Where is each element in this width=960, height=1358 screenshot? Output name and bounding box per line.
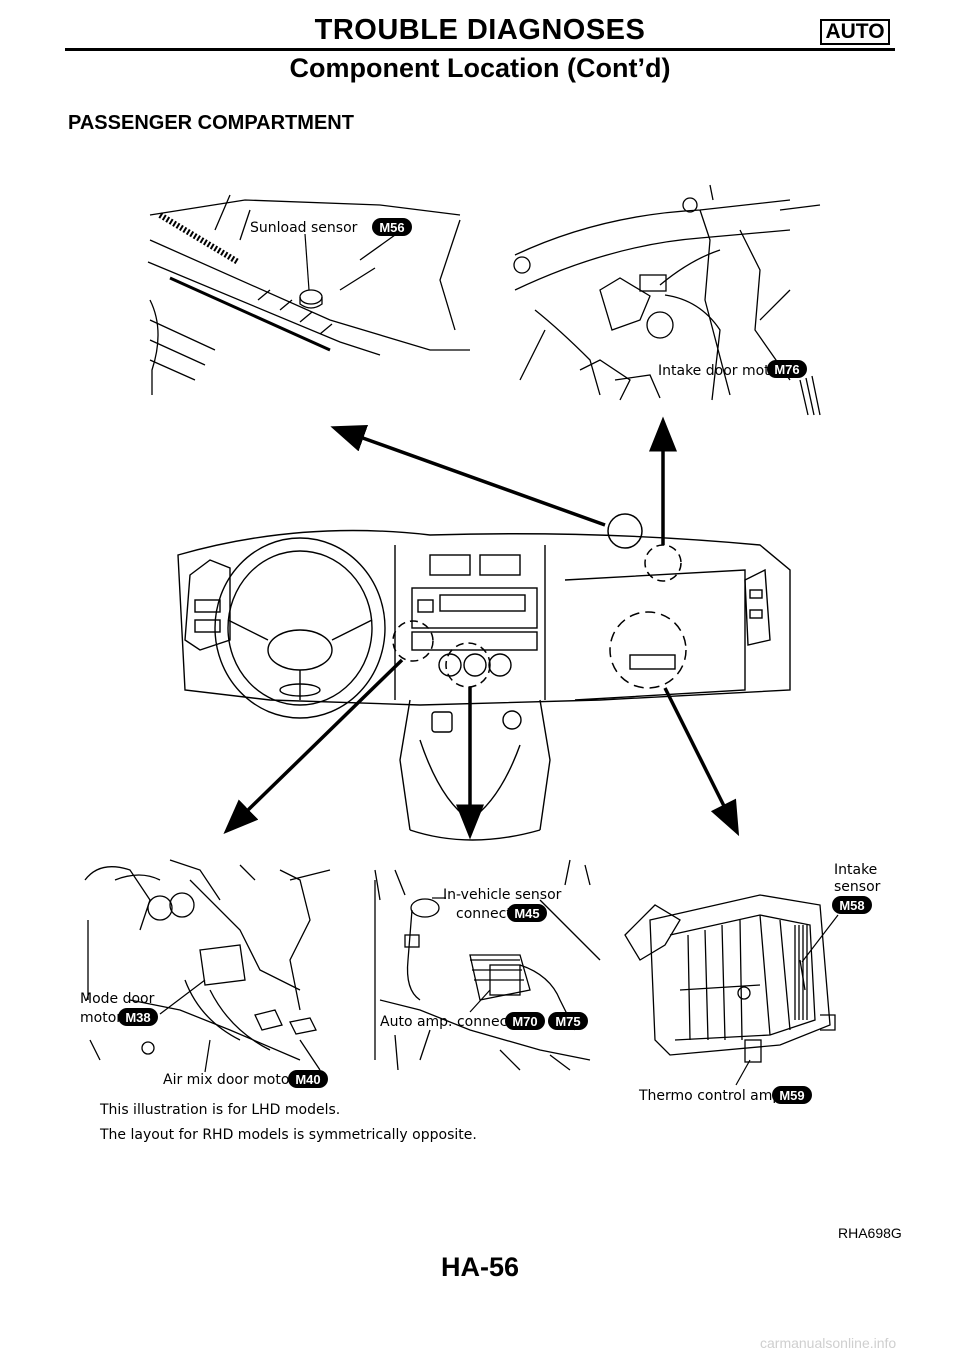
page-number: HA-56: [440, 1252, 520, 1282]
connector-badge-m56: [372, 218, 412, 236]
location-circle-intake-door: [644, 544, 682, 582]
connector-badge-m76: [767, 360, 807, 378]
connector-badge-m75: [548, 1012, 588, 1030]
location-circle-mode-door: [392, 620, 434, 662]
arrow-to-sunload-sensor: [330, 425, 606, 527]
arrow-to-mode-door-motor: [223, 658, 404, 834]
location-circle-sunload: [607, 513, 643, 549]
connector-badge-m59: [772, 1086, 812, 1104]
note-rhd-models: The layout for RHD models is symmetrical…: [100, 1127, 477, 1143]
label-in-vehicle-sensor-line1: In-vehicle sensor: [443, 887, 562, 903]
label-thermo-control-amp: Thermo control amp.: [638, 1088, 786, 1104]
label-mode-door-motor-line1: Mode door: [80, 991, 155, 1007]
leader-thermo-control-amp: [735, 1059, 751, 1086]
connector-badge-m70: [505, 1012, 545, 1030]
arrow-to-intake-unit: [663, 687, 740, 837]
model-badge: AUTO: [820, 19, 890, 45]
label-air-mix-door-motor: Air mix door motor: [163, 1072, 295, 1088]
label-intake-sensor-line2: sensor: [834, 879, 881, 895]
page-subtitle: Component Location (Cont’d): [289, 53, 671, 83]
header-rule: [65, 48, 895, 51]
label-mode-door-motor-line2: motor: [80, 1010, 122, 1026]
label-intake-sensor-line1: Intake: [834, 862, 877, 878]
leader-auto-amp: [469, 989, 491, 1013]
label-auto-amp-connector: Auto amp. connector: [380, 1014, 527, 1030]
label-sunload-sensor: Sunload sensor: [250, 220, 358, 236]
connector-badge-m40: [288, 1070, 328, 1088]
connector-id-m56: M56: [379, 220, 404, 235]
connector-id-m75: M75: [555, 1014, 580, 1029]
intake-unit-panel: [624, 894, 836, 1063]
connector-id-m38: M38: [125, 1010, 150, 1025]
connector-badge-m58: [832, 896, 872, 914]
connector-id-m40: M40: [295, 1072, 320, 1087]
page-header-title: TROUBLE DIAGNOSES: [314, 14, 646, 46]
leader-intake-sensor: [801, 914, 839, 963]
intake-door-motor-panel: [513, 184, 821, 416]
connector-badge-m45: [507, 904, 547, 922]
leader-mode-door-motor: [159, 979, 206, 1015]
leader-sunload-sensor: [304, 233, 310, 291]
note-lhd-models: This illustration is for LHD models.: [100, 1102, 341, 1118]
connector-id-m58: M58: [839, 898, 864, 913]
sunload-sensor-panel: [147, 194, 470, 395]
auto-amp-panel: [374, 859, 601, 1071]
label-intake-door-motor: Intake door motor: [658, 363, 784, 379]
mode-door-motor-panel: [84, 859, 331, 1071]
connector-id-m70: M70: [512, 1014, 537, 1029]
connector-badge-m38: [118, 1008, 158, 1026]
location-circle-intake-unit: [609, 611, 687, 689]
connector-id-m76: M76: [774, 362, 799, 377]
section-title: PASSENGER COMPARTMENT: [68, 112, 354, 134]
location-circle-auto-amp: [445, 642, 491, 688]
leader-air-mix-door-motor: [204, 1039, 211, 1073]
dashboard-illustration: [177, 529, 791, 841]
connector-id-m45: M45: [514, 906, 539, 921]
connector-id-m59: M59: [779, 1088, 804, 1103]
figure-id: RHA698G: [838, 1225, 902, 1241]
watermark: carmanualsonline.info: [760, 1335, 897, 1351]
